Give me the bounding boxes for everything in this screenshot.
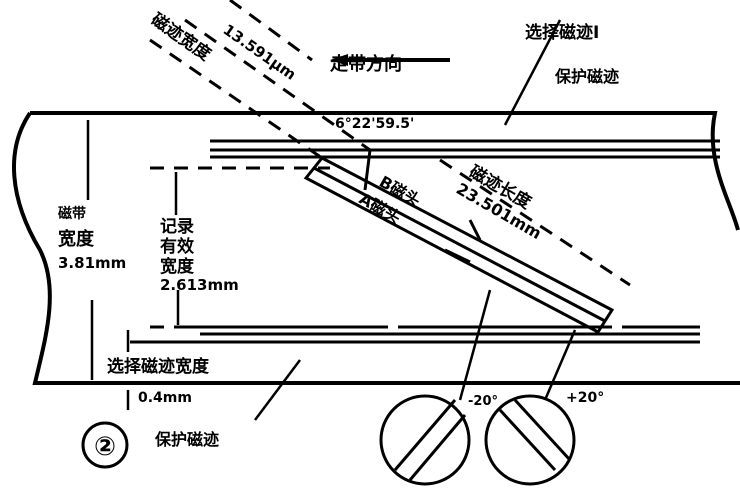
track-width-label: 磁迹宽度 <box>147 9 216 66</box>
selection-track-1-label: 选择磁迹Ⅰ <box>525 22 599 43</box>
azimuth-right-value: +20° <box>566 390 604 406</box>
tape-width-value: 3.81mm <box>58 254 126 272</box>
record-width-label-2: 有效 <box>160 236 194 257</box>
head-azimuth-detail-left <box>379 394 471 486</box>
record-width-label-3: 宽度 <box>160 256 195 277</box>
helical-track-strip <box>303 149 615 334</box>
tape-width-label-2: 宽度 <box>58 228 95 250</box>
selection-track-width-value: 0.4mm <box>138 390 192 406</box>
travel-direction-arrow-icon <box>330 54 348 66</box>
azimuth-left-value: -20° <box>468 394 498 409</box>
top-guard-tracks <box>210 139 720 159</box>
record-width-value: 2.613mm <box>160 276 239 294</box>
track-angle-value: 6°22'59.5' <box>335 116 414 132</box>
tape-width-label-1: 磁带 <box>58 205 86 222</box>
track-width-dashes <box>149 0 631 287</box>
guard-track-bottom-label: 保护磁迹 <box>154 430 219 449</box>
guard-track-top-label: 保护磁迹 <box>554 67 619 86</box>
selection-track-width-label: 选择磁迹宽度 <box>107 356 210 377</box>
travel-direction-label: 走带方向 <box>330 53 402 75</box>
head-azimuth-detail-right <box>484 394 576 486</box>
tape-outline <box>12 111 740 385</box>
record-width-lines <box>130 166 700 344</box>
figure-number: ② <box>94 432 116 462</box>
figure-number-circle <box>81 421 129 469</box>
record-width-label-1: 记录 <box>160 217 194 237</box>
dimension-arrows <box>86 19 577 421</box>
